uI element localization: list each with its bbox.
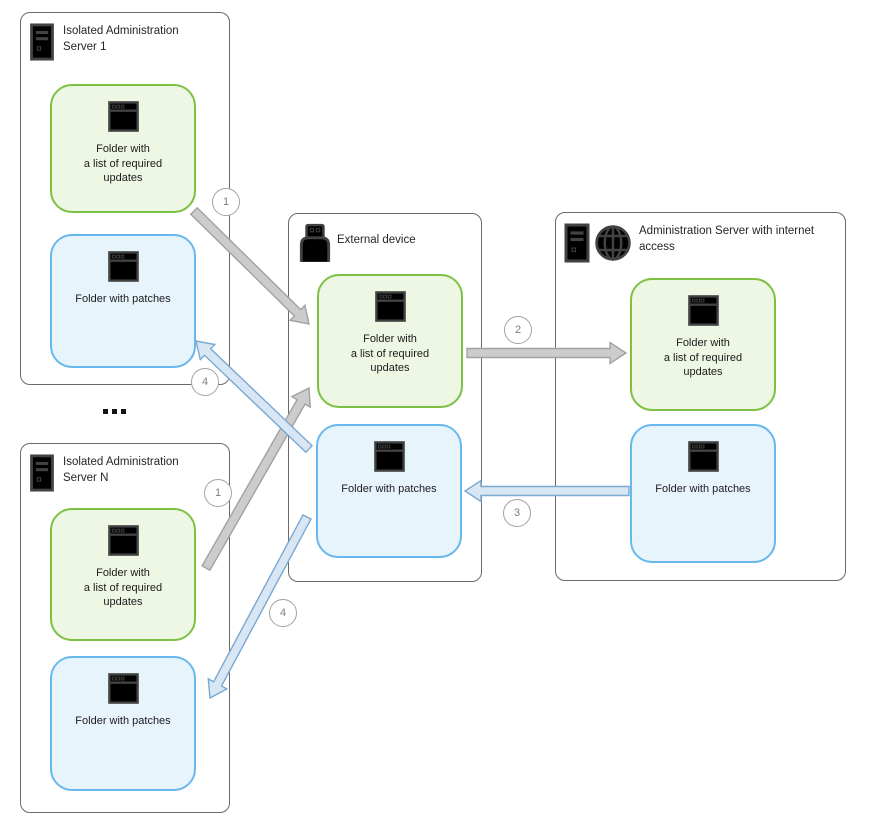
folder-patches-box: Folder with patches [50,234,196,368]
step-badge-4: 4 [269,599,297,627]
folder-label: Folder with patches [75,715,171,727]
ellipsis [103,409,126,414]
folder-label: Folder with a list of required updates [83,567,163,608]
folder-label: Folder with a list of required updates [350,333,430,374]
folder-updates-box: Folder with a list of required updates [630,278,776,411]
folder-label: Folder with patches [655,483,751,495]
node-isolated-server-1: Isolated Administration Server 1 Folder … [20,12,230,385]
window-icon [107,250,140,283]
ellipsis-dot [103,409,108,414]
server-icon [29,454,55,492]
window-icon [687,440,720,473]
node-external-device: External device Folder with a list of re… [288,213,482,582]
step-badge-3: 3 [503,499,531,527]
step-badge-1: 1 [212,188,240,216]
window-icon [373,440,406,473]
step-badge-4: 4 [191,368,219,396]
folder-label: Folder with patches [75,293,171,305]
node-title: External device [337,234,416,246]
window-icon [687,294,720,327]
node-title: Administration Server with internet acce… [639,225,815,253]
step-badge-1: 1 [204,479,232,507]
folder-patches-box: Folder with patches [316,424,462,558]
folder-patches-box: Folder with patches [50,656,196,791]
node-title: Isolated Administration Server 1 [63,25,179,53]
node-title: Isolated Administration Server N [63,456,179,484]
server-icon [29,23,55,61]
step-badge-2: 2 [504,316,532,344]
usb-icon [298,223,332,263]
folder-updates-box: Folder with a list of required updates [50,84,196,213]
node-header: External device [298,223,416,263]
node-admin-server-internet: Administration Server with internet acce… [555,212,846,581]
globe-icon [593,223,633,263]
server-icon [564,223,590,263]
folder-label: Folder with a list of required updates [83,143,163,184]
node-header: Isolated Administration Server N [29,454,179,492]
folder-label: Folder with a list of required updates [663,337,743,378]
node-isolated-server-n: Isolated Administration Server N Folder … [20,443,230,813]
window-icon [107,672,140,705]
window-icon [107,100,140,133]
node-header: Administration Server with internet acce… [564,223,851,263]
window-icon [107,524,140,557]
ellipsis-dot [112,409,117,414]
window-icon [374,290,407,323]
folder-updates-box: Folder with a list of required updates [50,508,196,641]
node-header: Isolated Administration Server 1 [29,23,179,61]
folder-label: Folder with patches [341,483,437,495]
ellipsis-dot [121,409,126,414]
folder-updates-box: Folder with a list of required updates [317,274,463,408]
folder-patches-box: Folder with patches [630,424,776,563]
